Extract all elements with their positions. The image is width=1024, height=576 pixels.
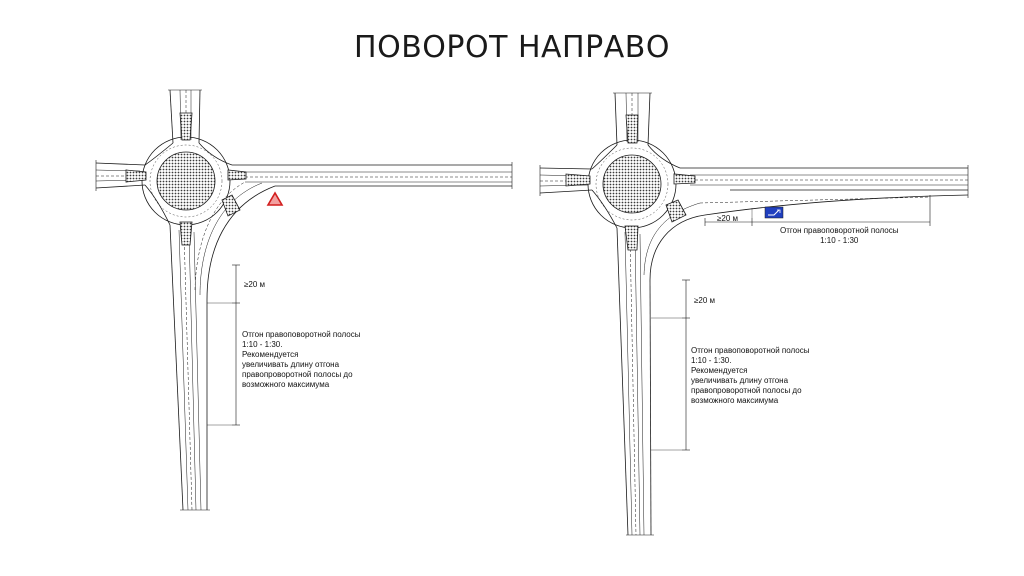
right-top-note-line-2: 1:10 - 1:30 — [820, 236, 859, 245]
left-note-line-2: 1:10 - 1:30. — [242, 340, 283, 349]
left-road-west-edge-n — [95, 162, 146, 166]
left-scheme — [95, 89, 513, 511]
right-note-line-1: Отгон правоповоротной полосы — [691, 346, 810, 355]
right-roundabout-island — [602, 154, 662, 214]
left-note-line-3: Рекомендуется — [242, 350, 299, 359]
right-note-line-2: 1:10 - 1:30. — [691, 356, 732, 365]
right-turn-lane-sign-icon — [764, 206, 784, 219]
right-scheme — [539, 92, 969, 536]
left-right-turn-lane-outer — [206, 185, 276, 301]
left-note-line-6: возможного максимума — [242, 380, 330, 389]
left-note-line-4: увеличивать длину отгона — [242, 360, 340, 369]
left-road-north-edge-e — [198, 89, 201, 144]
give-way-triangle-sign-icon — [266, 191, 284, 206]
left-note-line-1: Отгон правоповоротной полосы — [242, 330, 361, 339]
left-splitter-south — [179, 221, 193, 246]
left-splitter-slip — [221, 194, 241, 217]
left-road-north-edge-w — [169, 89, 174, 144]
left-splitter-west — [125, 169, 147, 183]
left-road-south-edge-w — [169, 224, 184, 511]
left-note: Отгон правоповоротной полосы 1:10 - 1:30… — [242, 330, 360, 390]
right-top-note-line-1: Отгон правоповоротной полосы — [780, 226, 899, 235]
left-dim-label: ≥20 м — [244, 280, 266, 289]
right-dim-label: ≥20 м — [694, 296, 716, 305]
left-splitter-north — [179, 112, 193, 141]
left-splitter-east — [227, 169, 247, 181]
right-note-line-6: возможного максимума — [691, 396, 779, 405]
left-note-line-5: правопроворотной полосы до — [242, 370, 353, 379]
right-note-line-5: правопроворотной полосы до — [691, 386, 802, 395]
right-top-note: Отгон правоповоротной полосы 1:10 - 1:30 — [780, 226, 898, 246]
right-note-line-3: Рекомендуется — [691, 366, 748, 375]
right-top-dim-label: ≥20 м — [717, 214, 739, 223]
right-note-line-4: увеличивать длину отгона — [691, 376, 789, 385]
right-note: Отгон правоповоротной полосы 1:10 - 1:30… — [691, 346, 809, 406]
left-roundabout-island — [156, 151, 216, 211]
slide-title: ПОВОРОТ НАПРАВО — [354, 30, 670, 65]
